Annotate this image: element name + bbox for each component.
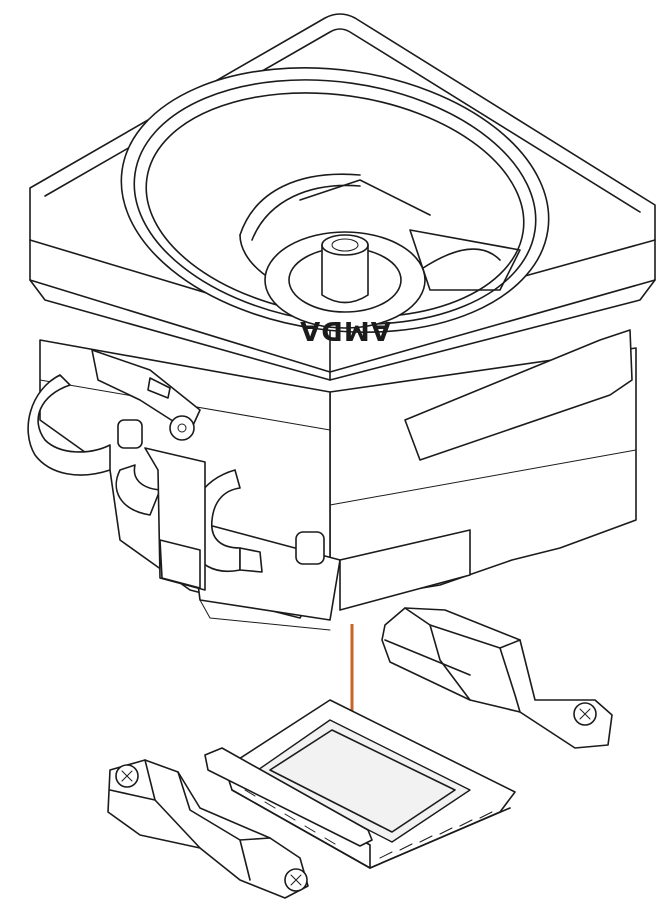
mounting-bracket-right [382,608,612,748]
retention-lever [92,350,324,590]
mounting-bracket-left [108,760,308,898]
cpu-socket [205,700,515,868]
fan-logo: AMDA [299,315,391,345]
fan-shroud: AMDA [30,14,655,460]
